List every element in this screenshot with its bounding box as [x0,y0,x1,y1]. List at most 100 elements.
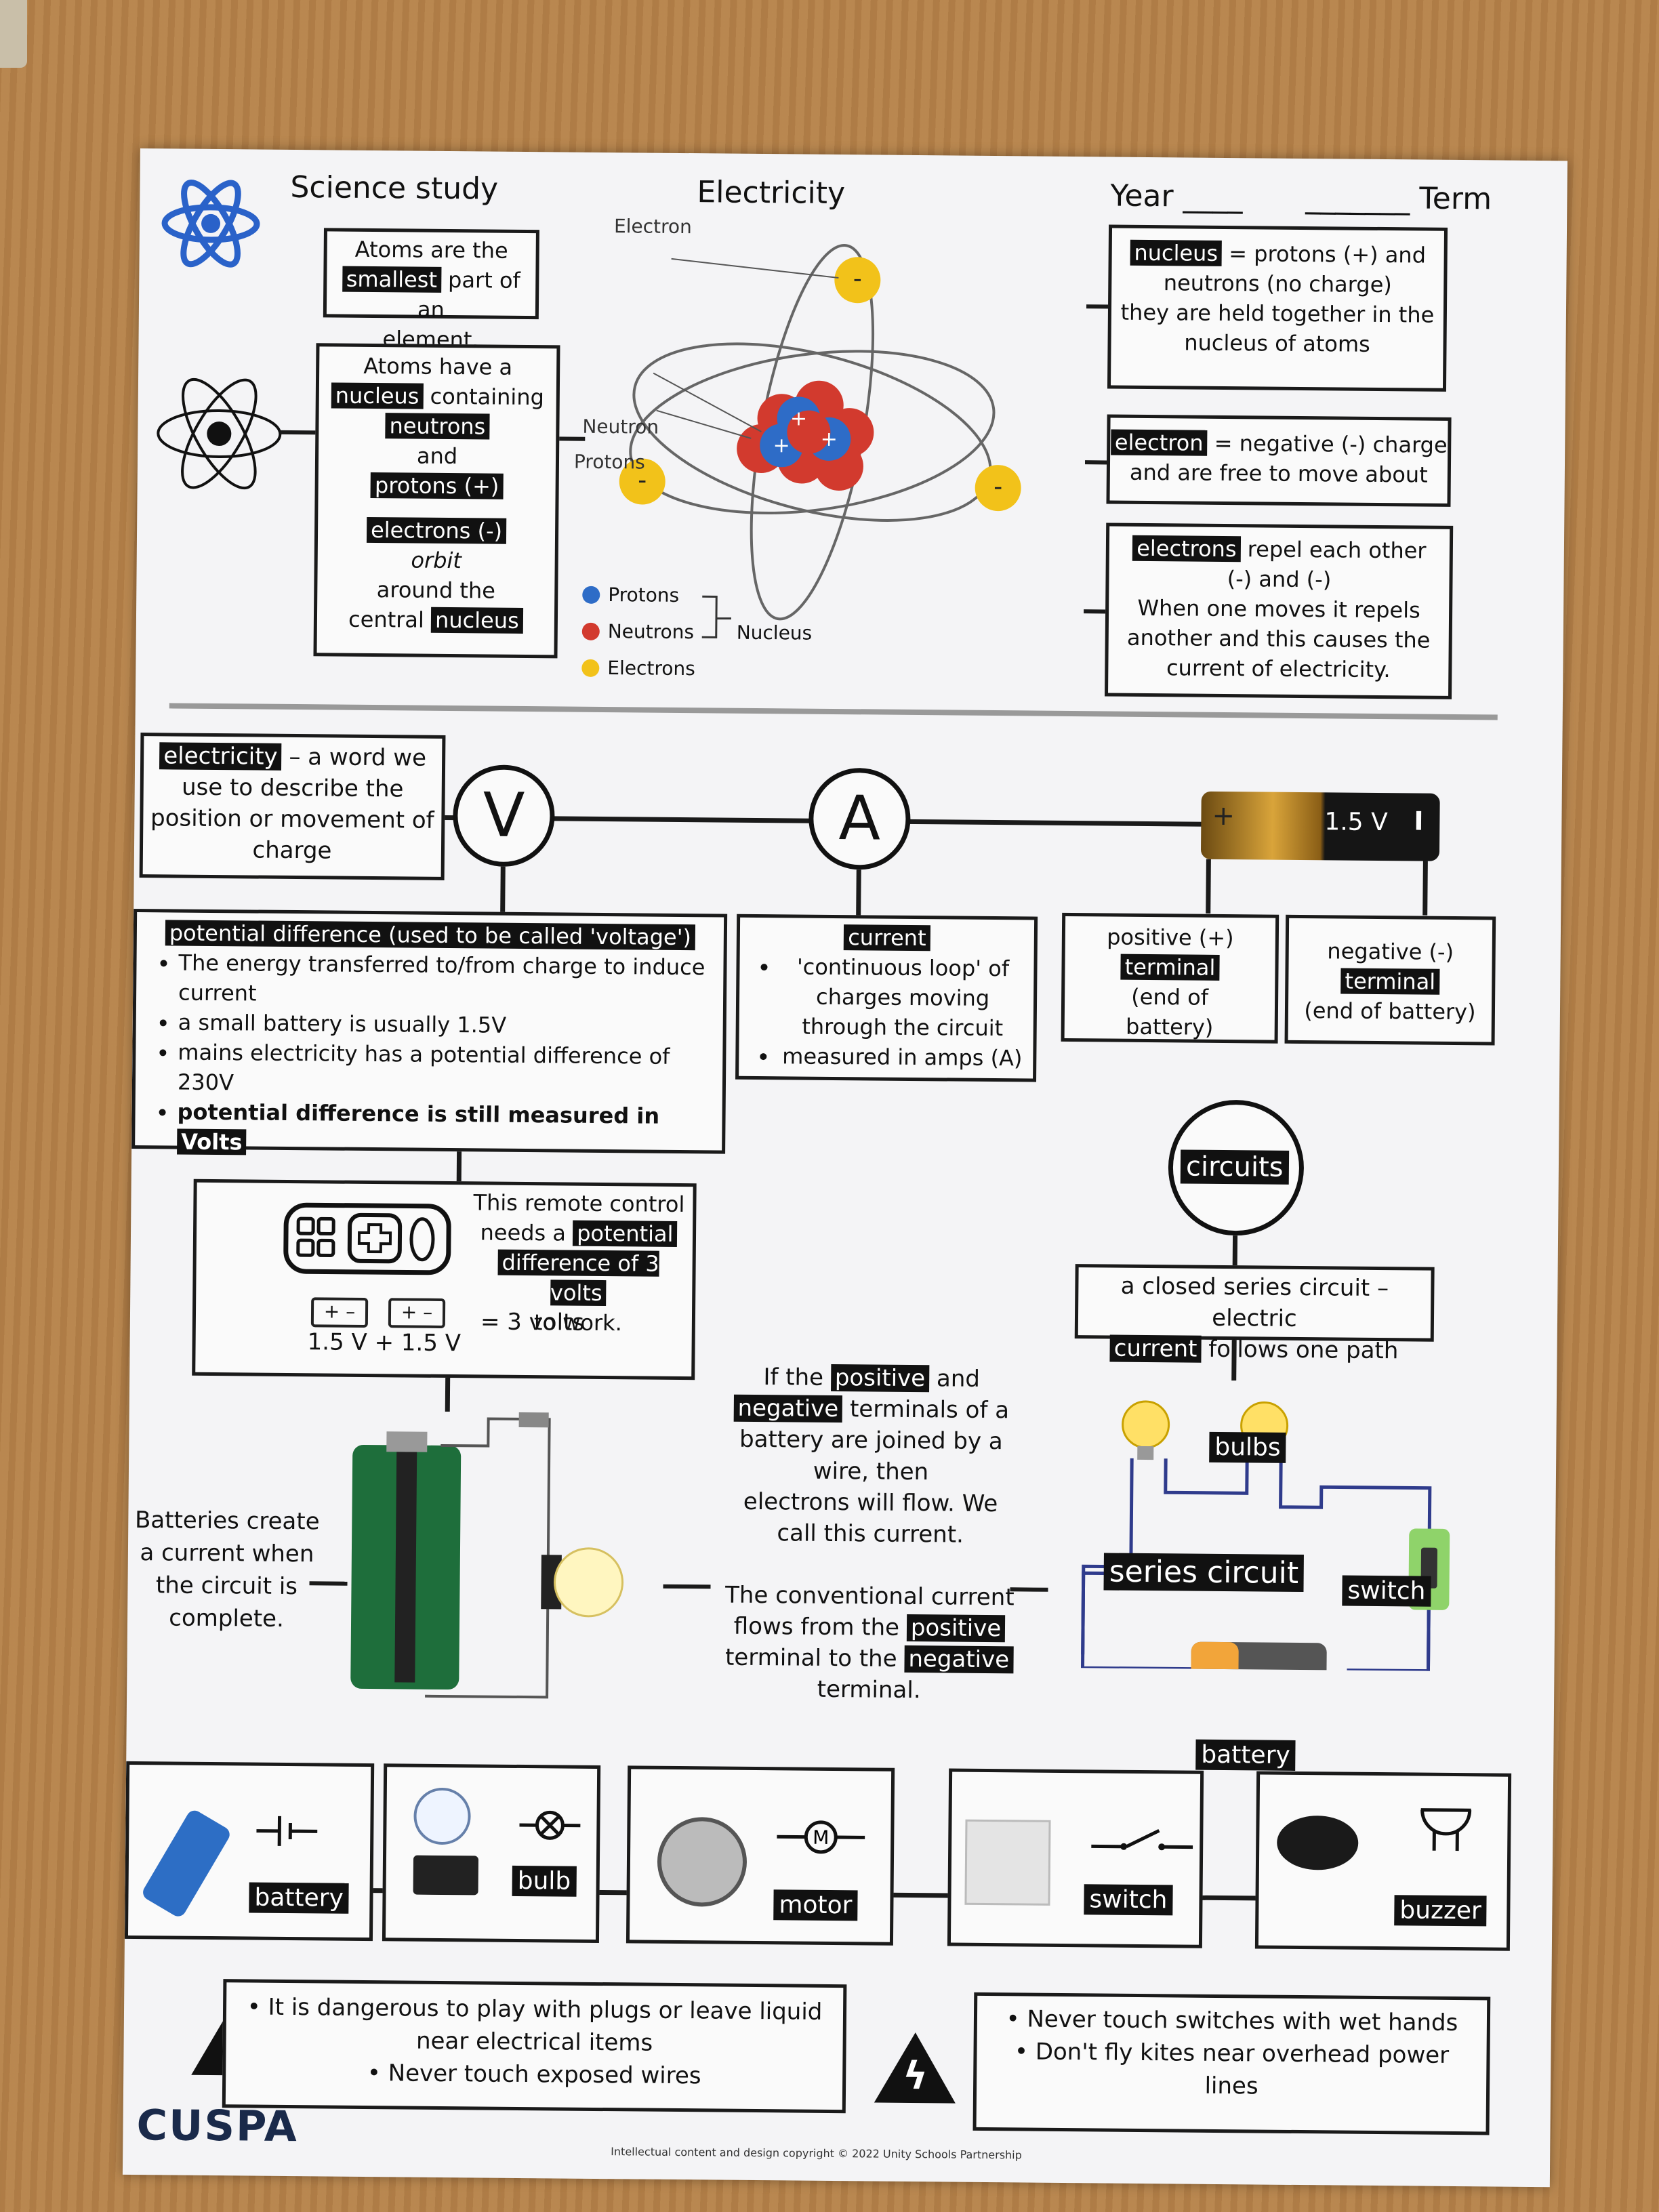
series-circuit-label: series circuit [1103,1553,1305,1593]
legend-neutrons: Neutrons [607,620,695,644]
component-label: bulb [512,1865,577,1897]
electricity-definition-box: electricity – a word we use to describe … [139,733,446,880]
term-field: _______ Term [1305,180,1492,217]
voltmeter-symbol: V [452,764,556,867]
topic-title: Electricity [697,175,846,211]
subject-title: Science study [290,169,499,207]
box-text: nucleus of atoms [1184,329,1370,357]
terminals-explanation: If the positive and negative terminals o… [710,1361,1031,1706]
box-text: = protons (+) and [1221,240,1427,268]
list-item: 'continuous loop' of charges moving thro… [779,951,1027,1043]
motor-letter: M [813,1826,829,1849]
highlight-electrons: electrons [1132,535,1241,562]
safety-box-left: • It is dangerous to play with plugs or … [222,1979,847,2114]
bulb-icon [1122,1400,1170,1460]
box-text: (-) and (-) [1227,566,1332,593]
legend-protons: Protons [608,583,680,607]
atoms-smallest-box: Atoms are the smallest part of an elemen… [323,228,539,352]
lightning-icon: ϟ [902,2053,928,2099]
box-text: neutrons (no charge) [1163,270,1392,298]
cell-symbol: + – [388,1298,446,1328]
battery-component-box: battery [124,1761,375,1942]
safety-item: It is dangerous to play with plugs or le… [268,1993,823,2057]
connector [856,869,861,918]
box-text: follows one path [1201,1335,1399,1365]
highlight-terminal: terminal [1340,968,1440,995]
switch-component-box: switch [947,1768,1204,1948]
light-switch-icon [964,1819,1051,1906]
negative-terminal-box: negative (-) terminal (end of battery) [1284,914,1496,1046]
electron-sign: - [638,466,647,494]
connector [1422,861,1428,916]
connector [1010,1587,1048,1592]
label-electron: Electron [613,215,693,239]
box-text: a closed series circuit – electric [1120,1272,1389,1332]
highlight-negative: negative [904,1645,1014,1674]
label-protons: Protons [573,450,646,474]
motor-component-box: M motor [626,1765,895,1946]
box-text: Atoms are the [354,236,508,264]
box-text: orbit [411,547,462,574]
electron-sign: - [853,265,862,293]
legend-bracket [701,595,731,638]
series-circuit-diagram [1080,1400,1450,1672]
highlight-positive: positive [830,1364,930,1393]
safety-item: Don't fly kites near overhead power line… [1035,2038,1450,2100]
box-text: around the [376,577,496,604]
electrons-repel-box: electrons repel each other (-) and (-) W… [1104,523,1454,699]
safety-item: Never touch exposed wires [388,2060,701,2090]
atom-logo-icon [161,180,260,268]
box-text: position or movement of [150,804,434,834]
switch-label: switch [1342,1575,1431,1607]
switch-symbol-icon [1091,1828,1193,1851]
electron-definition-box: electron = negative (-) charge and are f… [1106,414,1452,507]
connector [309,1581,348,1586]
box-text: electrons will flow. We [743,1488,998,1518]
closed-circuit-box: a closed series circuit – electric curre… [1074,1264,1435,1364]
connector [1084,460,1109,465]
proton-sign: + [773,434,790,457]
desk-corner [0,0,27,68]
connector [500,866,506,914]
highlight-electrons: electrons (-) [366,516,507,544]
highlight-neutrons: neutrons [385,413,490,440]
remote-control-box: This remote control needs a potential di… [192,1179,697,1380]
potential-difference-box: potential difference (used to be called … [131,908,728,1155]
highlight-negative: negative [733,1394,843,1423]
battery-plus: + [1212,800,1235,832]
box-text: Atoms have a [363,352,513,380]
box-text: containing [423,383,545,411]
positive-terminal-box: positive (+) terminal (end of battery) [1061,912,1279,1044]
box-text: terminals of a [842,1395,1010,1425]
safety-item: Never touch switches with wet hands [1027,2005,1458,2037]
connector [1086,304,1110,309]
highlight-3-volts: difference of 3 volts [497,1249,659,1307]
highlight-terminal: terminal [1120,954,1220,981]
battery-icon [140,1807,233,1920]
box-text: battery) [1125,1013,1214,1040]
box-text: positive (+) [1107,924,1234,951]
box-text: and [929,1365,981,1393]
box-text: The conventional current [724,1581,1015,1612]
component-label: battery [249,1882,350,1914]
buzzer-component-box: buzzer [1254,1771,1512,1951]
box-text: When one moves it repels [1137,594,1420,623]
proton-sign: + [821,428,838,451]
motor-icon [657,1816,747,1907]
highlight-potential: potential [573,1220,678,1247]
box-text: a current when [140,1539,314,1568]
box-text: (end of battery) [1304,998,1476,1025]
highlight-nucleus: nucleus [1130,239,1223,266]
voltage-total: = 3 volts [480,1308,585,1336]
bulb-holder-icon [413,1855,479,1896]
component-label: motor [773,1889,858,1921]
battery-bulb-circuit-image [350,1412,624,1699]
cell-symbol: + – [310,1297,369,1328]
safety-box-right: • Never touch switches with wet hands • … [972,1992,1491,2135]
electron-legend-icon [581,659,600,677]
circuits-heading: circuits [1180,1149,1289,1185]
highlight-smallest: smallest [342,266,442,293]
worksheet: Science study Electricity Year ____ ____… [122,148,1568,2188]
atoms-nucleus-box: Atoms have a nucleus containing neutrons… [313,343,560,659]
list-item: mains electricity has a potential differ… [178,1038,714,1102]
